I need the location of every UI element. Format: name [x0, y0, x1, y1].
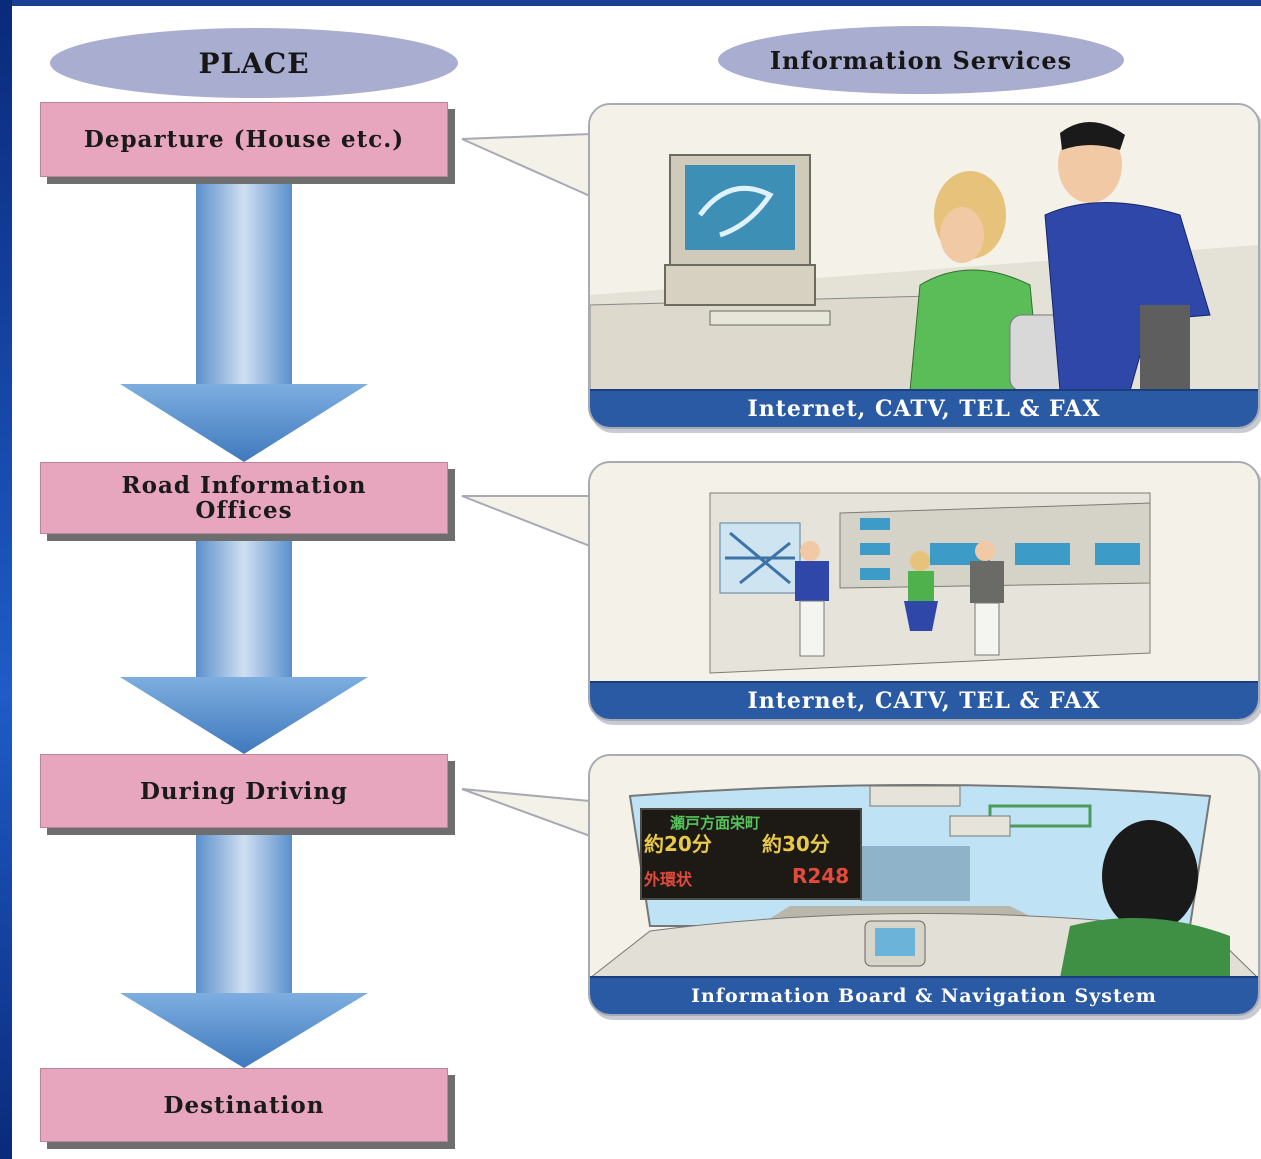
sign-destination-line: 瀬戸方面栄町 [670, 814, 761, 832]
callout-pointer-3 [461, 788, 591, 838]
place-header: PLACE [50, 28, 458, 98]
slide-left-border [0, 0, 12, 1159]
place-departure-label: Departure (House etc.) [83, 126, 405, 153]
down-arrow-3 [120, 826, 368, 1068]
computer-users-illustration [590, 105, 1258, 391]
service-panel-office: Internet, CATV, TEL & FAX [588, 461, 1260, 721]
flow-arrows [120, 132, 591, 1068]
service-caption-home: Internet, CATV, TEL & FAX [590, 389, 1258, 427]
service-panel-home: Internet, CATV, TEL & FAX [588, 103, 1260, 429]
place-driving-label: During Driving [139, 777, 349, 805]
sign-right-route: R248 [792, 864, 850, 888]
place-destination-label: Destination [163, 1091, 325, 1119]
service-caption-driving-text: Information Board & Navigation System [691, 985, 1157, 1007]
sign-left-time: 約20分 [644, 832, 712, 856]
place-destination: Destination [40, 1068, 448, 1142]
service-caption-driving: Information Board & Navigation System [590, 976, 1258, 1014]
place-road-info-label: Road Information Offices [121, 472, 367, 524]
callout-pointer-2 [461, 495, 591, 548]
info-services-header-label: Information Services [769, 45, 1073, 75]
place-during-driving: During Driving [40, 754, 448, 828]
place-header-label: PLACE [198, 46, 310, 80]
road-information-sign-board: 瀬戸方面栄町 約20分 約30分 外環状 R248 [640, 808, 862, 900]
callout-pointer-1 [461, 132, 591, 198]
service-caption-office: Internet, CATV, TEL & FAX [590, 681, 1258, 719]
sign-right-time: 約30分 [762, 832, 830, 856]
service-panel-driving: 瀬戸方面栄町 約20分 約30分 外環状 R248 Information Bo… [588, 754, 1260, 1016]
sign-left-route: 外環状 [644, 870, 693, 889]
place-departure: Departure (House etc.) [40, 102, 448, 177]
slide-top-border [0, 0, 1261, 6]
down-arrow-2 [120, 532, 368, 754]
information-office-illustration [590, 463, 1258, 683]
info-services-header: Information Services [718, 26, 1124, 94]
down-arrow-1 [120, 175, 368, 462]
service-caption-office-text: Internet, CATV, TEL & FAX [747, 688, 1101, 714]
diagram-canvas: PLACE Information Services Departure (Ho… [12, 6, 1261, 1159]
service-caption-home-text: Internet, CATV, TEL & FAX [747, 396, 1101, 422]
place-road-information-offices: Road Information Offices [40, 462, 448, 534]
